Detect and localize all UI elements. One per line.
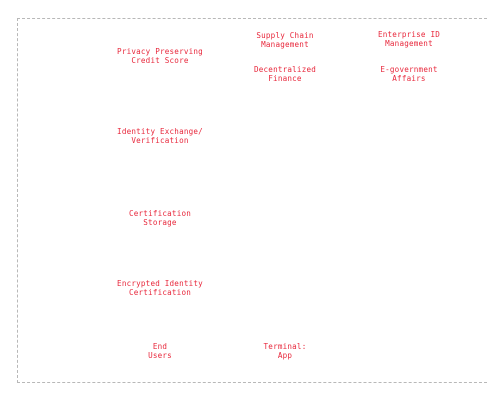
node-decentralized-finance: Decentralized Finance [253, 65, 317, 83]
node-enterprise-id-management: Enterprise ID Management [377, 30, 441, 48]
node-encrypted-identity-certification: Encrypted Identity Certification [117, 279, 203, 297]
node-identity-exchange-verification: Identity Exchange/ Verification [117, 127, 203, 145]
diagram-frame [17, 18, 487, 383]
node-supply-chain-management: Supply Chain Management [256, 31, 314, 49]
node-terminal-app: Terminal: App [263, 342, 307, 360]
node-end-users: End Users [148, 342, 172, 360]
node-privacy-credit-score: Privacy Preserving Credit Score [117, 47, 203, 65]
node-e-government-affairs: E-government Affairs [380, 65, 438, 83]
node-certification-storage: Certification Storage [128, 209, 192, 227]
